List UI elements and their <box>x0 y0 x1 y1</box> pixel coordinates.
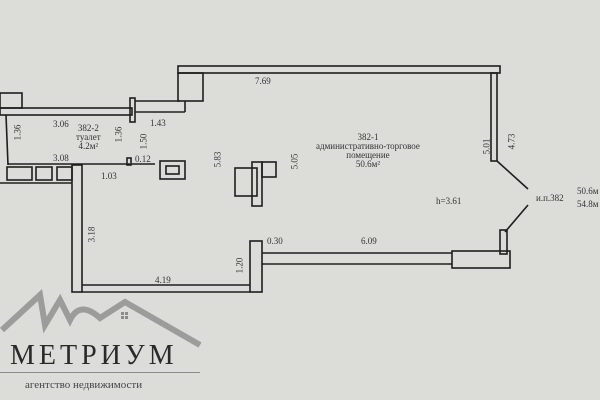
room-382-1-label: 382-1 административно-торговое помещение… <box>316 133 420 169</box>
door-line-upper <box>496 160 529 190</box>
room-number: 382-2 <box>77 123 99 133</box>
room-name: административно-торговое <box>316 141 420 151</box>
room-name-2: помещение <box>346 150 390 160</box>
room-number: 382-1 <box>357 132 379 142</box>
dim-toilet-bottom: 3.08 <box>53 153 69 163</box>
dim-left-lower: 3.18 <box>86 226 97 243</box>
dim-pillar-w: 0.30 <box>267 236 283 246</box>
unit-label: и.п.382 <box>536 193 564 203</box>
room-name: туалет <box>76 132 101 142</box>
dim-right-outer: 4.73 <box>506 133 517 150</box>
wall-right-window <box>490 72 498 162</box>
dim-toilet-right: 1.36 <box>113 126 124 143</box>
watermark-brand: МЕТРИУМ <box>10 340 178 371</box>
dim-mid-right: 5.05 <box>289 153 300 170</box>
dim-bottom-left: 4.19 <box>155 275 171 285</box>
room-height: h=3.61 <box>436 196 462 206</box>
wall-bottom-thick <box>451 250 511 269</box>
room-382-2-label: 382-2 туалет 4.2м² <box>76 124 101 151</box>
watermark-tagline: агентство недвижимости <box>25 379 143 391</box>
door-line-lower <box>504 204 529 233</box>
dim-door: 1.50 <box>138 133 149 150</box>
dim-right-inner: 5.01 <box>481 138 492 155</box>
dim-mid-left: 5.83 <box>212 151 223 168</box>
wall-top <box>177 65 501 74</box>
wall-left-lower <box>71 164 83 293</box>
dim-toilet-top: 3.06 <box>53 119 69 129</box>
side-area-2: 54.8м <box>577 199 599 209</box>
dim-pillar-h: 1.20 <box>234 257 245 274</box>
logo-window-icon <box>121 312 128 319</box>
room-area: 4.2м² <box>78 141 99 151</box>
dim-top: 7.69 <box>255 76 271 86</box>
watermark-divider <box>0 372 200 373</box>
dim-corridor: 1.43 <box>150 118 166 128</box>
logo-swoosh <box>0 289 202 348</box>
side-area-1: 50.6м <box>577 186 599 196</box>
room-area: 50.6м² <box>355 159 381 169</box>
dim-step: 0.12 <box>135 154 151 164</box>
dim-short: 1.03 <box>101 171 117 181</box>
dim-bottom-right: 6.09 <box>361 236 377 246</box>
dim-toilet-left: 1.36 <box>12 124 23 141</box>
pillar <box>249 240 263 293</box>
